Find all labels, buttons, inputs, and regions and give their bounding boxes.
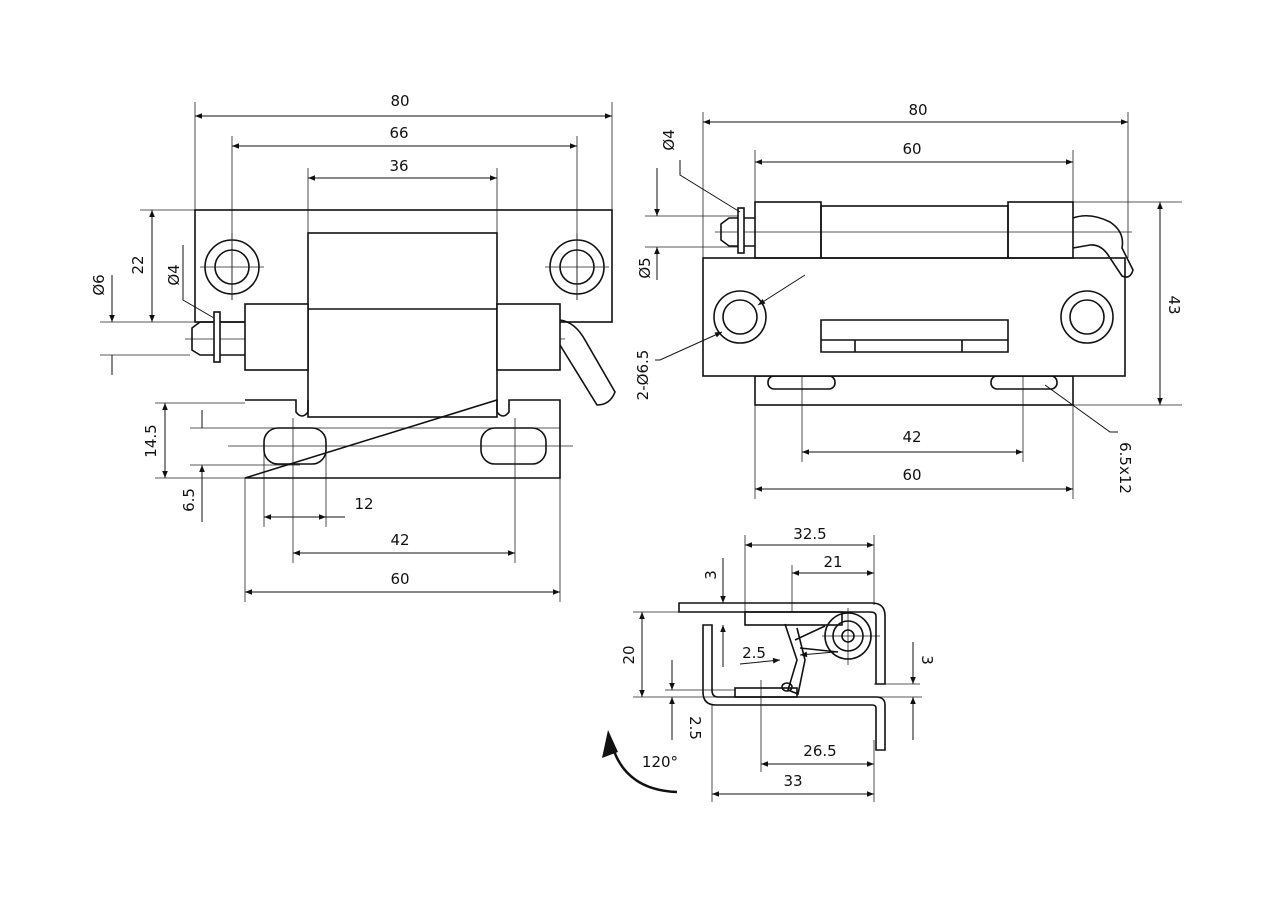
side-pin-barrel xyxy=(824,612,872,660)
side-dim-bottom-inner: 26.5 xyxy=(803,742,836,760)
top-dim-slot-spacing: 42 xyxy=(902,428,921,446)
slot-right xyxy=(480,427,547,465)
top-hole-left xyxy=(713,290,767,344)
top-hinge-pin xyxy=(720,217,755,247)
dim-slot-length: 12 xyxy=(354,495,373,513)
mounting-hole-right xyxy=(545,233,609,300)
inner-leaf xyxy=(820,319,1009,353)
base-plate xyxy=(244,398,561,479)
spring-lever xyxy=(559,319,616,406)
side-bottom-leaf xyxy=(702,624,886,751)
mounting-hole-left xyxy=(200,233,264,300)
side-dim-bottom-length: 33 xyxy=(783,772,802,790)
side-view: 32.5 21 3 20 2.5 3 2.5 26.5 33 120° xyxy=(602,525,936,802)
top-knuckle-left xyxy=(754,201,822,259)
top-dim-holes: 2-Ø6.5 xyxy=(634,350,652,401)
side-dim-spring: 2.5 xyxy=(742,644,766,662)
top-dim-barrel-width: 60 xyxy=(902,140,921,158)
side-dimension-lines xyxy=(639,542,916,797)
dim-base-width: 60 xyxy=(390,570,409,588)
top-view: 80 60 Ø4 Ø5 2-Ø6.5 43 42 60 6.5x12 xyxy=(634,101,1183,499)
side-dim-height: 20 xyxy=(620,645,638,664)
top-base-plate xyxy=(754,375,1074,406)
dim-slot-spacing: 42 xyxy=(390,531,409,549)
rotation-arrow-icon xyxy=(610,744,678,794)
side-top-leaf xyxy=(678,602,886,685)
top-slot-left xyxy=(767,375,836,390)
dim-washer-diameter: Ø4 xyxy=(165,264,183,285)
top-dim-slot-size: 6.5x12 xyxy=(1116,442,1134,494)
front-view: 80 66 36 22 Ø6 Ø4 14.5 6.5 12 42 60 xyxy=(90,92,616,602)
side-dim-top-length: 32.5 xyxy=(793,525,826,543)
top-pin-washer xyxy=(737,207,745,254)
top-spring-lever xyxy=(1072,214,1134,278)
center-leaf xyxy=(307,232,498,418)
side-dim-right-thickness: 3 xyxy=(918,655,936,665)
side-top-block xyxy=(744,611,843,626)
left-knuckle xyxy=(244,303,309,371)
rotation-arrowhead-icon xyxy=(602,730,618,758)
slot-left xyxy=(263,427,327,465)
front-dimension-lines xyxy=(109,113,612,595)
dim-hole-spacing: 66 xyxy=(389,124,408,142)
top-hole-right xyxy=(1060,290,1114,344)
pin-washer xyxy=(213,311,221,363)
top-knuckle-right xyxy=(1007,201,1074,259)
dim-slot-offset: 6.5 xyxy=(180,488,198,512)
dim-pin-diameter: Ø6 xyxy=(90,274,108,295)
top-dim-pin-diameter: Ø4 xyxy=(660,129,678,150)
side-dim-top-thickness: 3 xyxy=(702,570,720,580)
side-rotation-angle: 120° xyxy=(642,753,678,771)
top-dim-base-width: 60 xyxy=(902,466,921,484)
dim-base-height: 14.5 xyxy=(142,424,160,457)
side-dim-top-inner: 21 xyxy=(823,553,842,571)
side-spring xyxy=(784,623,839,696)
top-dim-overall-width: 80 xyxy=(908,101,927,119)
side-dim-bottom-thickness: 2.5 xyxy=(686,716,704,740)
dim-barrel-width: 36 xyxy=(389,157,408,175)
top-dimension-lines xyxy=(654,119,1163,492)
side-bottom-block xyxy=(734,687,798,698)
dim-overall-width: 80 xyxy=(390,92,409,110)
spring-end xyxy=(781,682,793,692)
hinge-pin xyxy=(191,321,245,356)
right-knuckle xyxy=(496,303,561,371)
top-dim-height: 43 xyxy=(1165,295,1183,314)
dim-hole-to-pin: 22 xyxy=(129,255,147,274)
top-dim-pin-head: Ø5 xyxy=(636,257,654,278)
